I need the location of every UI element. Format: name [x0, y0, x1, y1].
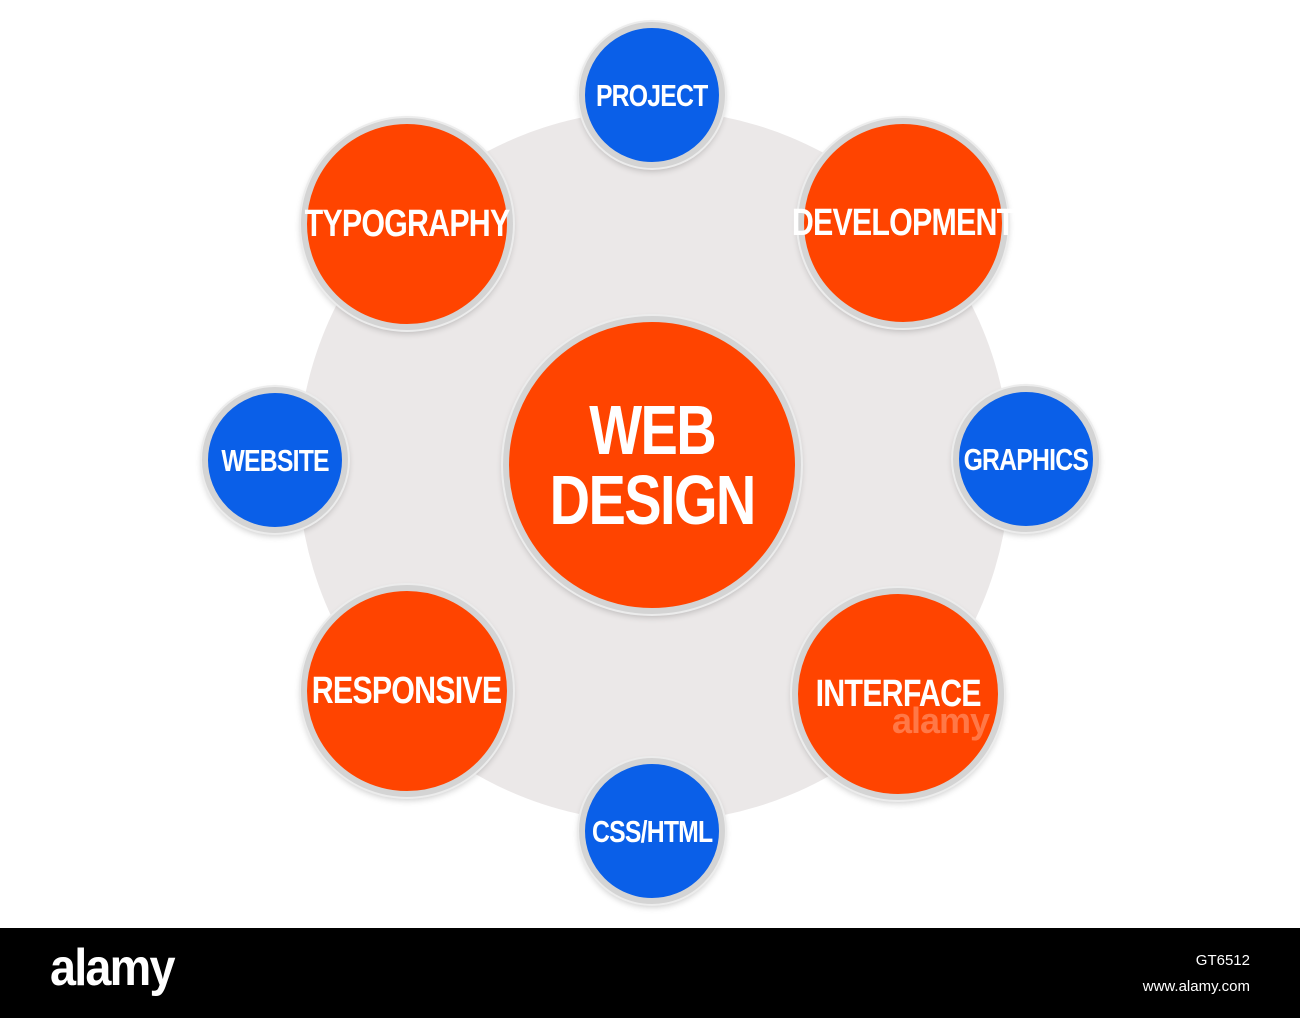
node-responsive-label: RESPONSIVE	[312, 670, 502, 712]
node-development-label: DEVELOPMENT	[791, 202, 1015, 244]
center-label-line2: DESIGN	[549, 461, 756, 539]
node-web-design: WEB DESIGN	[503, 316, 801, 614]
node-project: PROJECT	[579, 22, 725, 168]
footer-bar: alamy GT6512 www.alamy.com	[0, 928, 1300, 1018]
node-css-html: CSS/HTML	[579, 758, 725, 904]
node-interface-label: INTERFACE	[815, 673, 981, 715]
node-website: WEBSITE	[202, 387, 348, 533]
node-graphics: GRAPHICS	[953, 386, 1099, 532]
node-css-html-label: CSS/HTML	[591, 813, 713, 849]
footer-url: www.alamy.com	[1142, 978, 1250, 995]
center-label: WEB DESIGN	[549, 391, 756, 539]
watermark-text: alamy	[892, 700, 990, 741]
node-interface: INTERFACE	[792, 588, 1004, 800]
node-project-label: PROJECT	[596, 77, 708, 113]
node-responsive: RESPONSIVE	[301, 585, 513, 797]
footer-image-id: GT6512	[1195, 952, 1250, 969]
node-graphics-label: GRAPHICS	[963, 441, 1089, 477]
node-typography-label: TYPOGRAPHY	[304, 203, 511, 245]
footer-logo: alamy	[50, 939, 176, 997]
node-development: DEVELOPMENT	[792, 118, 1015, 328]
center-label-line1: WEB	[589, 391, 716, 469]
node-website-label: WEBSITE	[221, 442, 329, 478]
node-typography: TYPOGRAPHY	[301, 118, 513, 330]
